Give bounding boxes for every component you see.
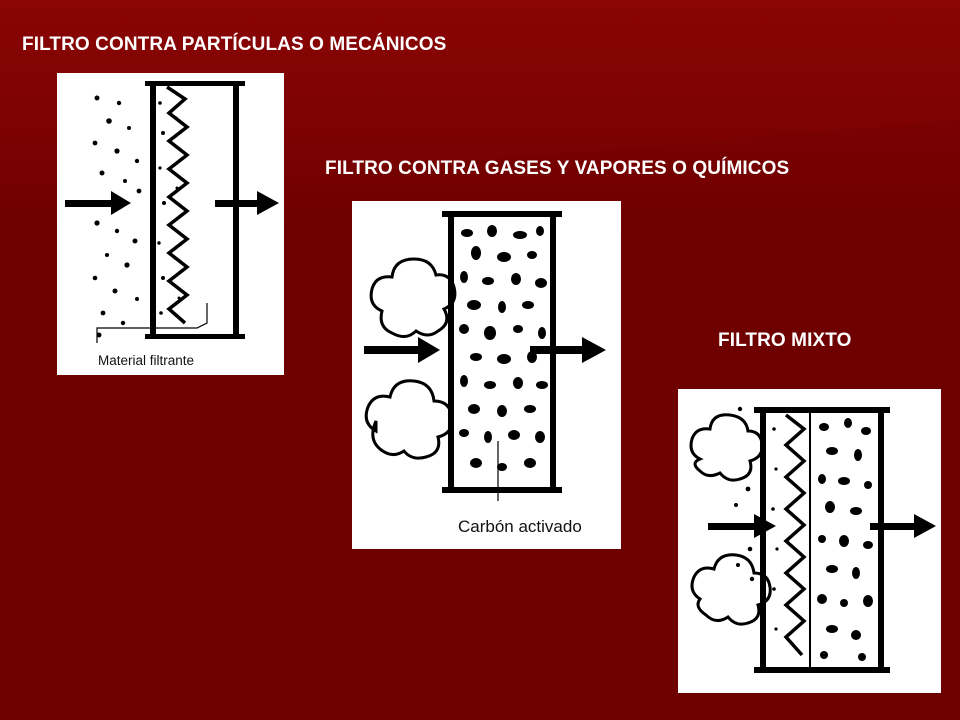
filter-wall-left (150, 81, 156, 339)
chemical-filter-illustration: Carbón activado (352, 201, 621, 549)
inflow-arrow-icon (708, 514, 776, 538)
chemical-filter-drawing (364, 211, 606, 501)
filter-wall-left (448, 211, 454, 493)
mixed-filter-illustration (678, 389, 941, 693)
mechanical-filter-drawing (65, 81, 279, 343)
filter-wall-left (760, 407, 766, 673)
activated-carbon-granules (459, 225, 548, 471)
vapor-cloud-icon (690, 553, 772, 626)
pleated-material (783, 413, 807, 657)
inflow-arrow-icon (364, 337, 440, 363)
outflow-arrow-icon (870, 514, 936, 538)
outflow-arrow-icon (530, 337, 606, 363)
pleated-material (166, 85, 190, 325)
incoming-particles (92, 95, 142, 338)
mixed-filter-title: FILTRO MIXTO (718, 330, 852, 351)
trapped-particles (157, 101, 181, 315)
vapor-cloud-icon (364, 379, 454, 460)
activated-carbon-label: Carbón activado (458, 517, 582, 536)
gas-cloud-icon (369, 257, 457, 338)
gas-cloud-icon (689, 413, 764, 482)
chemical-filter-title: FILTRO CONTRA GASES Y VAPORES O QUÍMICOS (325, 158, 790, 179)
outflow-arrow-icon (215, 191, 279, 215)
trapped-particles (771, 427, 779, 631)
mechanical-filter-title: FILTRO CONTRA PARTÍCULAS O MECÁNICOS (22, 34, 447, 55)
mechanical-filter-illustration: Material filtrante (57, 73, 284, 375)
filter-material-label: Material filtrante (98, 353, 195, 368)
activated-carbon-granules (817, 418, 873, 661)
mixed-filter-drawing (689, 406, 936, 673)
label-leader-line (96, 303, 208, 343)
inflow-arrow-icon (65, 191, 131, 215)
filter-wall-right (878, 407, 884, 673)
incoming-particles (734, 406, 755, 582)
filter-wall-right (233, 81, 239, 339)
